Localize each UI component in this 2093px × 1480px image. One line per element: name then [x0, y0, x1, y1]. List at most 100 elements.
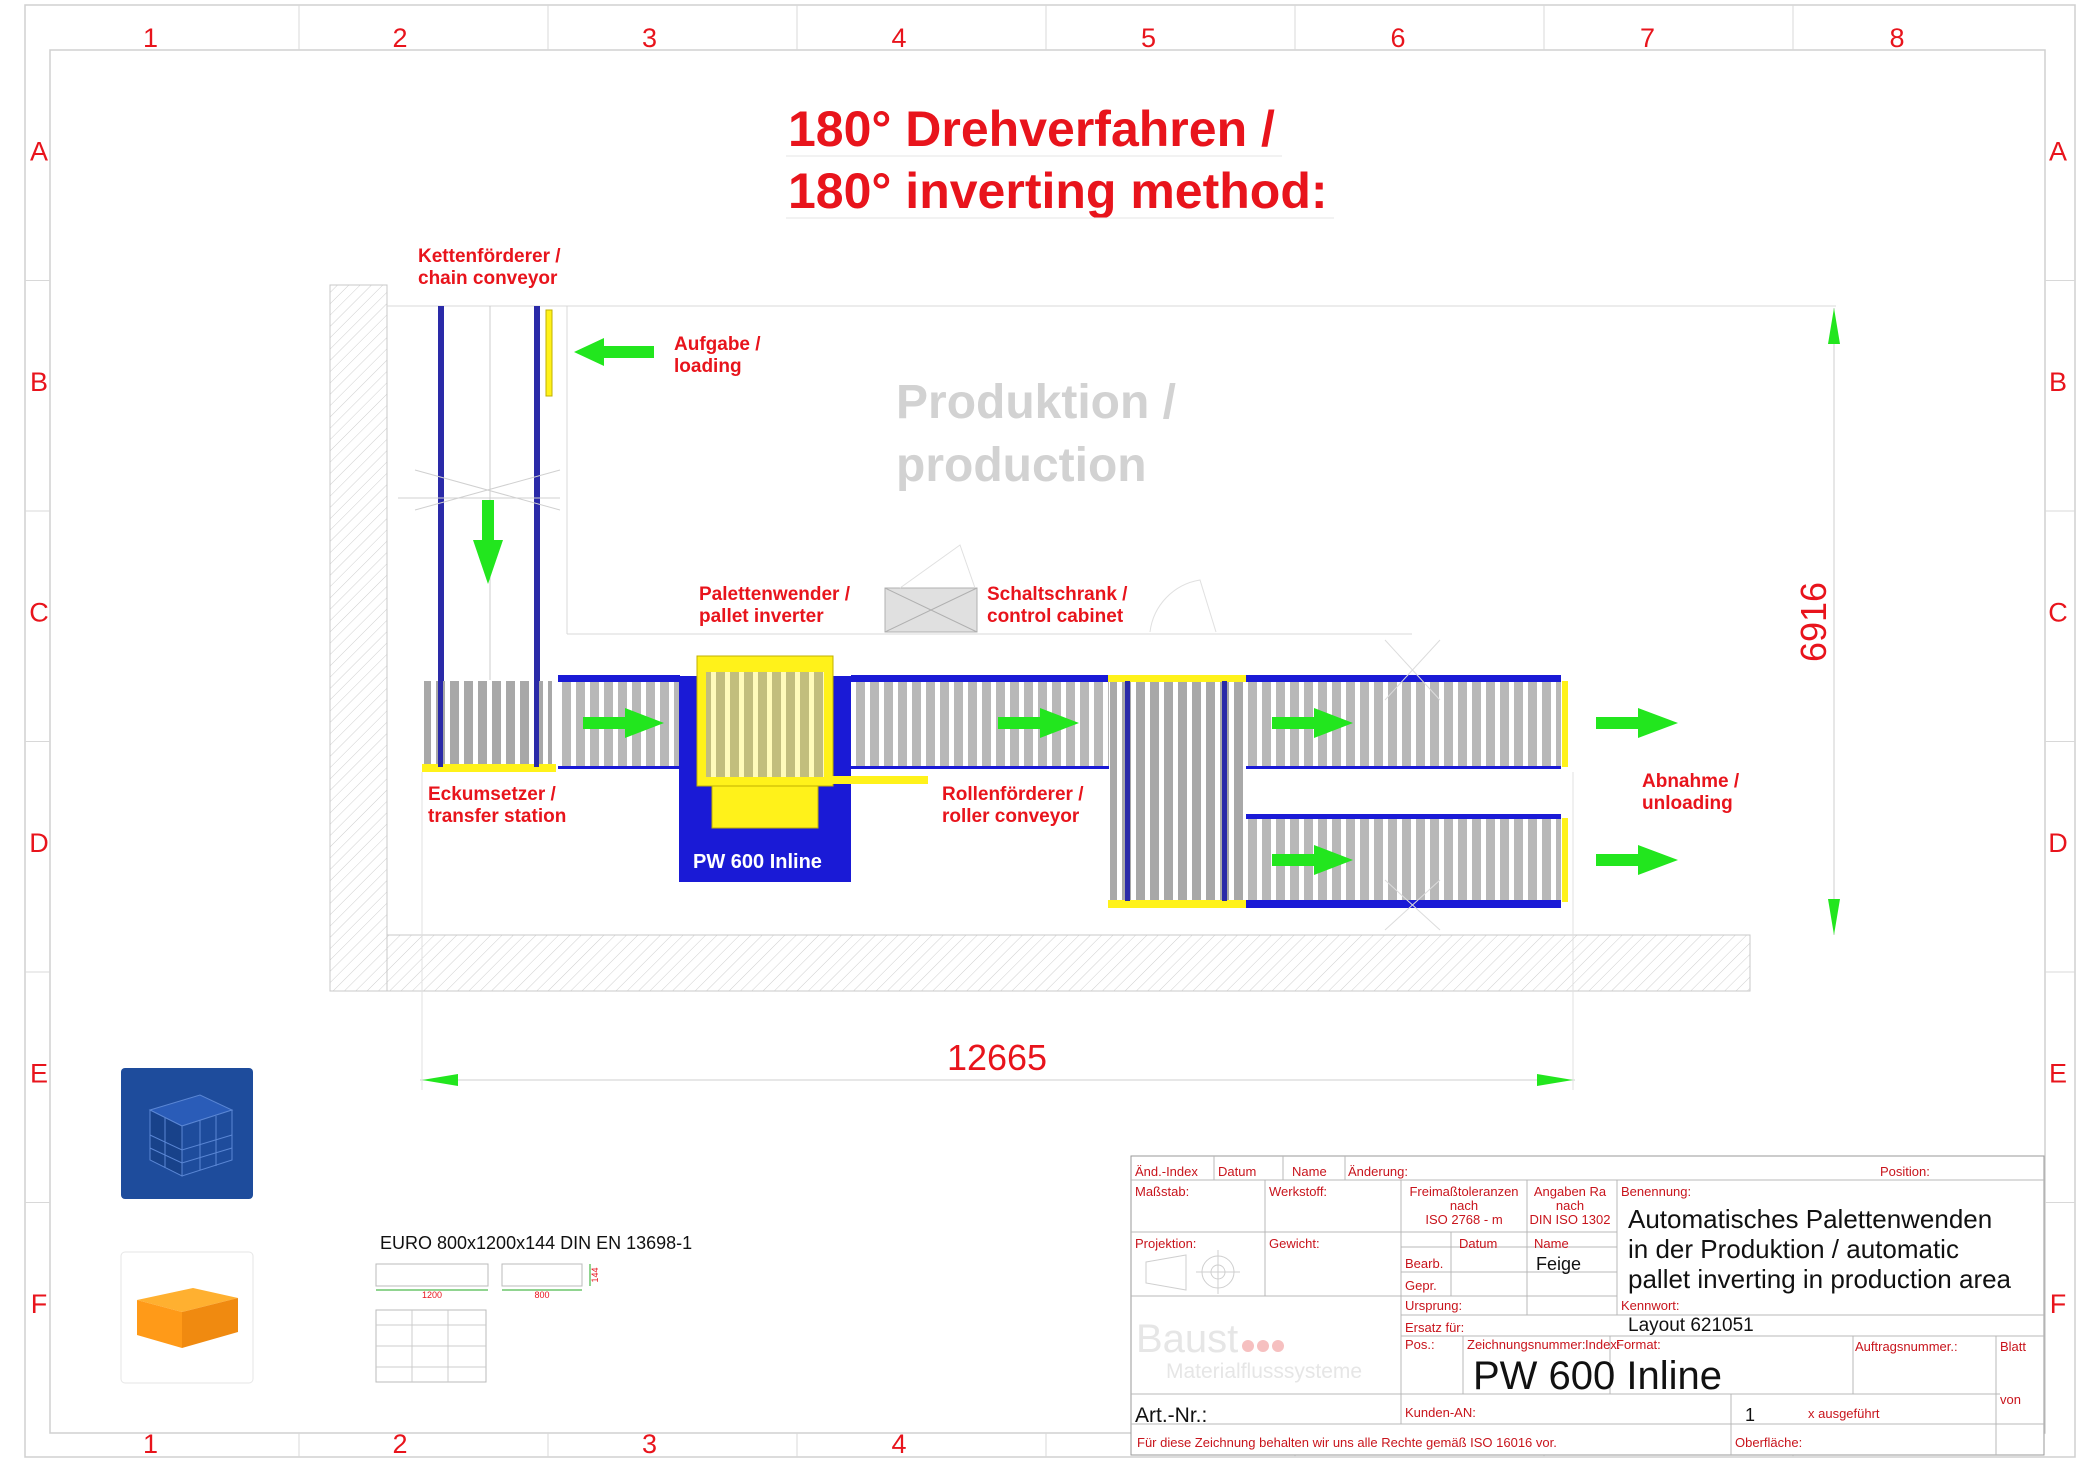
svg-text:Datum: Datum [1459, 1236, 1497, 1251]
label-loading: Aufgabe / loading [674, 334, 761, 377]
label-pallet-inverter: Palettenwender / pallet inverter [699, 584, 851, 627]
svg-text:Blatt: Blatt [2000, 1339, 2026, 1354]
grid-column-label-bottom: 3 [642, 1429, 657, 1459]
svg-text:Ersatz für:: Ersatz für: [1405, 1320, 1464, 1335]
svg-text:Kettenförderer /: Kettenförderer / [418, 246, 561, 267]
svg-text:Für diese Zeichnung behalten w: Für diese Zeichnung behalten wir uns all… [1137, 1435, 1557, 1450]
svg-text:Format:: Format: [1616, 1337, 1661, 1352]
svg-text:DIN ISO 1302: DIN ISO 1302 [1530, 1212, 1611, 1227]
svg-text:Name: Name [1534, 1236, 1569, 1251]
quantity-value: 1 [1745, 1405, 1755, 1425]
svg-text:Benennung:: Benennung: [1621, 1184, 1691, 1199]
svg-text:Änd.-Index: Änd.-Index [1135, 1164, 1198, 1179]
label-control-cabinet: Schaltschrank / control cabinet [987, 584, 1128, 627]
svg-text:Schaltschrank /: Schaltschrank / [987, 584, 1128, 605]
grid-column-label: 7 [1640, 23, 1655, 53]
grid-row-label-left: D [29, 828, 49, 858]
svg-text:Angaben Ra: Angaben Ra [1534, 1184, 1607, 1199]
projection-symbol-icon [1145, 1250, 1240, 1294]
benennung-line-2: in der Produktion / automatic [1628, 1234, 1959, 1264]
dimension-width: 12665 [420, 772, 1575, 1090]
svg-text:nach: nach [1556, 1198, 1584, 1213]
svg-text:Position:: Position: [1880, 1164, 1930, 1179]
svg-text:von: von [2000, 1392, 2021, 1407]
grid-column-label: 6 [1390, 23, 1405, 53]
svg-text:Pos.:: Pos.: [1405, 1337, 1435, 1352]
grid-column-label: 2 [392, 23, 407, 53]
pallet-spec-text: EURO 800x1200x144 DIN EN 13698-1 [380, 1233, 692, 1253]
grid-column-label-bottom: 1 [143, 1429, 158, 1459]
title-block: Änd.-Index Datum Name Änderung: Position… [1130, 1155, 2045, 1456]
dimension-height: 6916 [1793, 308, 1840, 935]
grid-column-label: 4 [891, 23, 906, 53]
grid-column-label-bottom: 4 [891, 1429, 906, 1459]
svg-text:unloading: unloading [1642, 793, 1733, 814]
label-transfer-station: Eckumsetzer / transfer station [428, 784, 566, 827]
lane-construction-lines [1384, 639, 1441, 931]
distribution-transfer [1108, 675, 1246, 908]
svg-text:Eckumsetzer /: Eckumsetzer / [428, 784, 557, 805]
pallet-dim-height: 144 [590, 1267, 600, 1282]
svg-text:Gepr.: Gepr. [1405, 1278, 1437, 1293]
grid-row-label-right: B [2049, 367, 2067, 397]
grid-row-label-right: A [2049, 136, 2067, 166]
svg-text:Rollenförderer /: Rollenförderer / [942, 784, 1084, 805]
svg-text:Ursprung:: Ursprung: [1405, 1298, 1462, 1313]
logo-text: Baust [1136, 1317, 1238, 1361]
benennung-line-3: pallet inverting in production area [1628, 1264, 2012, 1294]
svg-text:Name: Name [1292, 1164, 1327, 1179]
svg-text:Palettenwender /: Palettenwender / [699, 584, 851, 605]
grid-column-label: 3 [642, 23, 657, 53]
svg-text:Aufgabe /: Aufgabe / [674, 334, 761, 355]
svg-text:transfer station: transfer station [428, 806, 566, 827]
svg-text:Projektion:: Projektion: [1135, 1236, 1196, 1251]
baust-logo: Baust Materialflusssysteme [1136, 1317, 1362, 1383]
svg-text:chain conveyor: chain conveyor [418, 268, 558, 289]
grid-column-label: 5 [1141, 23, 1156, 53]
svg-text:Index:: Index: [1585, 1337, 1620, 1352]
heading-line-1: 180° Drehverfahren / [788, 101, 1275, 157]
orange-box-icon [120, 1251, 254, 1384]
svg-text:Maßstab:: Maßstab: [1135, 1184, 1189, 1199]
chain-conveyor [398, 306, 561, 681]
svg-text:Abnahme /: Abnahme / [1642, 771, 1740, 792]
flow-arrows [473, 338, 1678, 875]
bearb-name: Feige [1536, 1254, 1581, 1274]
control-cabinet [884, 544, 1217, 633]
svg-text:Werkstoff:: Werkstoff: [1269, 1184, 1327, 1199]
svg-text:control cabinet: control cabinet [987, 606, 1124, 627]
heading-line-2: 180° inverting method: [788, 163, 1328, 219]
svg-text:Art.-Nr.:: Art.-Nr.: [1135, 1404, 1207, 1427]
svg-text:x ausgeführt: x ausgeführt [1808, 1406, 1880, 1421]
label-roller-conveyor: Rollenförderer / roller conveyor [942, 784, 1084, 827]
pallet-inverter[interactable]: PW 600 Inline [679, 655, 928, 882]
svg-text:Datum: Datum [1218, 1164, 1256, 1179]
label-unloading: Abnahme / unloading [1642, 771, 1740, 814]
grid-row-label-left: A [30, 136, 48, 166]
svg-text:nach: nach [1450, 1198, 1478, 1213]
loading-stop [545, 309, 553, 397]
transfer-station [422, 681, 556, 772]
building-wall [329, 284, 1836, 992]
svg-text:Oberfläche:: Oberfläche: [1735, 1435, 1802, 1450]
svg-text:pallet inverter: pallet inverter [699, 606, 824, 627]
dimension-width-value: 12665 [947, 1037, 1047, 1078]
svg-text:Zeichnungsnummer:: Zeichnungsnummer: [1467, 1337, 1586, 1352]
kennwort-value: Layout 621051 [1628, 1315, 1754, 1336]
area-label-line-1: Produktion / [896, 376, 1176, 429]
machine-name-label: PW 600 Inline [693, 851, 822, 873]
svg-text:Kennwort:: Kennwort: [1621, 1298, 1680, 1313]
benennung-line-1: Automatisches Palettenwenden [1628, 1204, 1992, 1234]
svg-text:roller conveyor: roller conveyor [942, 806, 1080, 827]
svg-text:Gewicht:: Gewicht: [1269, 1236, 1320, 1251]
svg-text:Änderung:: Änderung: [1348, 1164, 1408, 1179]
label-chain-conveyor: Kettenförderer / chain conveyor [418, 246, 561, 289]
grid-row-label-left: B [30, 367, 48, 397]
grid-row-label-left: F [31, 1289, 48, 1319]
grid-row-label-right: E [2049, 1058, 2067, 1088]
grid-row-label-right: F [2050, 1289, 2067, 1319]
grid-column-label: 8 [1889, 23, 1904, 53]
svg-text:ISO 2768 - m: ISO 2768 - m [1425, 1212, 1502, 1227]
